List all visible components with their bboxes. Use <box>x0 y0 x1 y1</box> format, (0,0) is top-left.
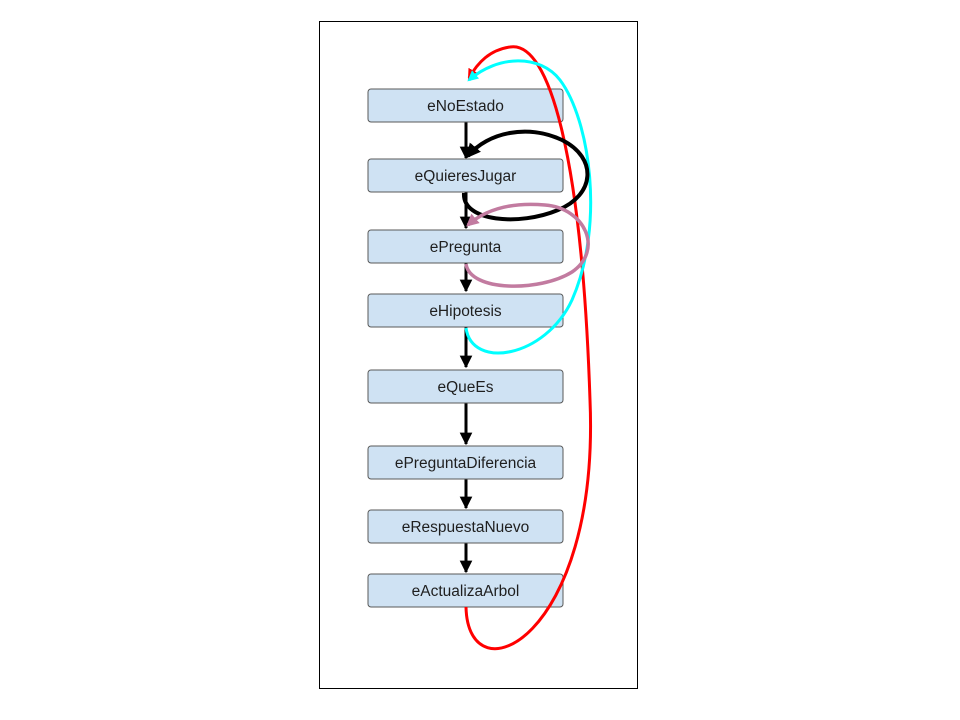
state-label: eQuieresJugar <box>415 168 517 185</box>
state-label: ePreguntaDiferencia <box>395 455 537 472</box>
loop-arrow-cyan-ehipotesis-to-enoestado <box>464 59 593 355</box>
state-eactualizaarbol: eActualizaArbol <box>367 573 564 608</box>
state-enoestado: eNoEstado <box>367 88 564 123</box>
state-label: eNoEstado <box>427 98 504 115</box>
state-epreguntadiferencia: ePreguntaDiferencia <box>367 445 564 480</box>
state-equees: eQueEs <box>367 369 564 404</box>
state-label: ePregunta <box>430 239 502 256</box>
state-label: eActualizaArbol <box>412 583 520 600</box>
state-equieresjugar: eQuieresJugar <box>367 158 564 193</box>
loop-arrow-red-eactualizaarbol-to-enoestado <box>464 45 593 650</box>
loop-arrow-pink-epregunta-self <box>464 202 590 288</box>
loop-arrows <box>461 45 593 650</box>
loop-arrow-black-equieresjugar-self <box>461 129 590 222</box>
state-ehipotesis: eHipotesis <box>367 293 564 328</box>
state-label: eRespuestaNuevo <box>402 519 530 536</box>
state-nodes: eNoEstado eQuieresJugar ePregunta eHipot… <box>367 88 564 608</box>
state-epregunta: ePregunta <box>367 229 564 264</box>
state-erespuestanuevo: eRespuestaNuevo <box>367 509 564 544</box>
state-label: eQueEs <box>437 379 493 396</box>
state-label: eHipotesis <box>429 303 502 320</box>
